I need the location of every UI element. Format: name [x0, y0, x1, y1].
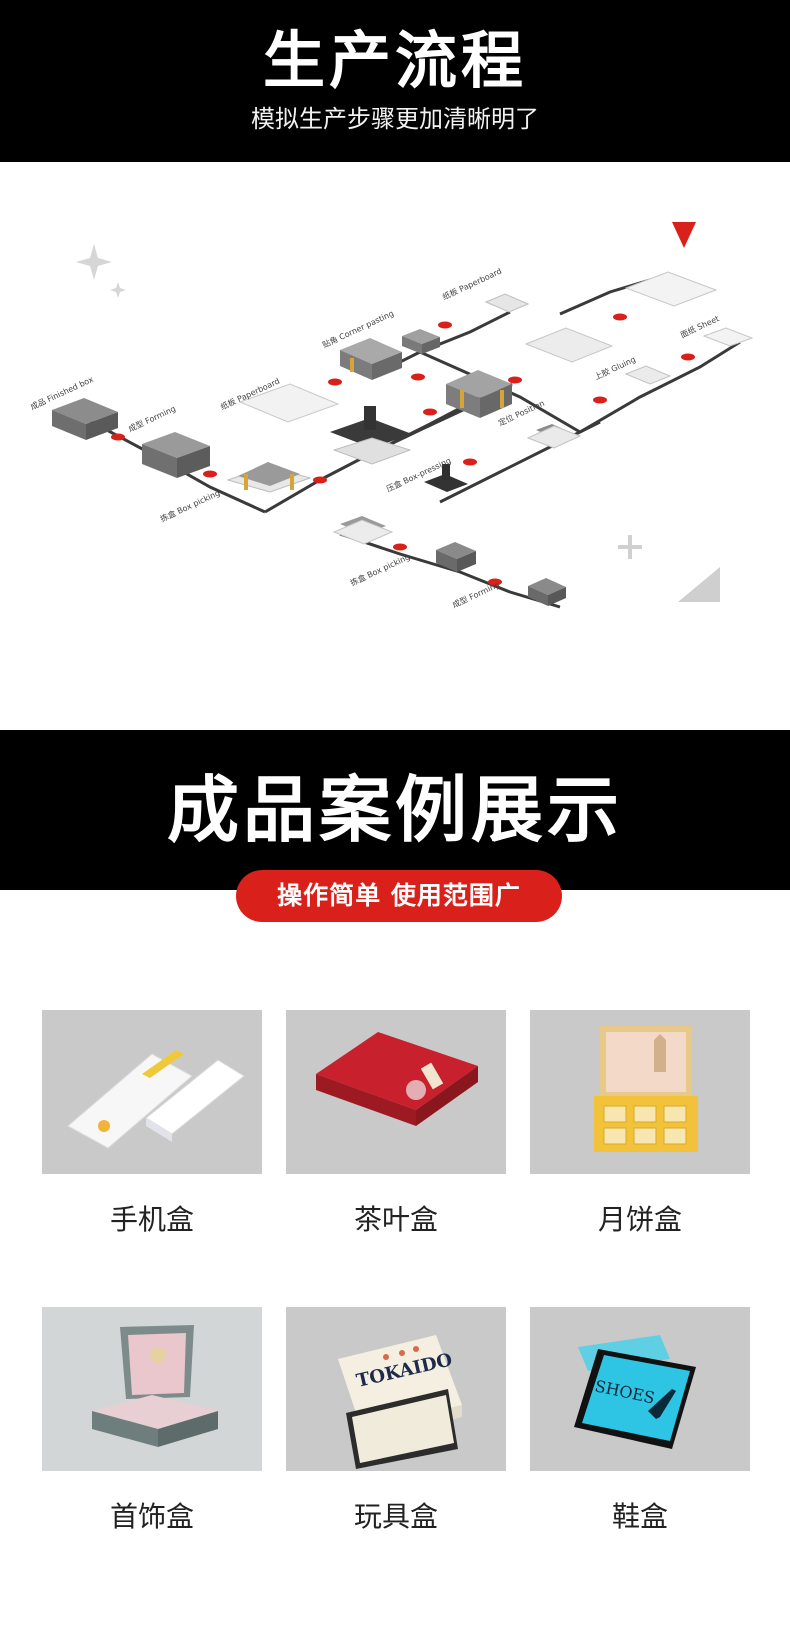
case-card-phone-box: 手机盒 — [42, 1010, 262, 1238]
face-sheet-icon — [624, 271, 754, 347]
flow-label: 成型 Forming — [127, 403, 178, 434]
corner-pasting-box-icon — [340, 338, 402, 380]
flow-label: 上胶 Gluing — [593, 354, 637, 382]
glue-sheet-icon — [524, 327, 614, 363]
shoe-box-photo: SHOES — [530, 1307, 750, 1471]
flow-svg: 成品 Finished box 成型 Forming 拣盒 Box pickin… — [29, 222, 754, 610]
box-pressing-small-icon — [424, 464, 468, 492]
forming-box-icon — [142, 432, 210, 478]
box-pressing-machine-icon — [330, 406, 412, 465]
position-small-icon — [526, 424, 582, 449]
finished-lower-box-icon — [528, 578, 566, 606]
tea-box-photo — [286, 1010, 506, 1174]
case-card-tea-box: 茶叶盒 — [286, 1010, 506, 1238]
stripes-icon — [678, 567, 720, 602]
case-label: 手机盒 — [109, 1203, 194, 1236]
cases-title: 成品案例展示 — [166, 768, 623, 852]
pointer-icon — [672, 222, 696, 248]
forming-lower-box-icon — [436, 542, 476, 572]
case-label: 玩具盒 — [353, 1500, 438, 1533]
case-label: 鞋盒 — [611, 1500, 668, 1533]
gluing-sheet-small-icon — [624, 365, 672, 385]
page-subtitle: 模拟生产步骤更加清晰明了 — [251, 105, 539, 133]
tagline-badge: 操作简单 使用范围广 — [236, 870, 562, 922]
case-label: 茶叶盒 — [353, 1203, 438, 1236]
case-label: 首饰盒 — [109, 1500, 194, 1533]
flow-label: 纸板 Paperboard — [441, 266, 504, 302]
header-band: 生产流程 模拟生产步骤更加清晰明了 — [0, 0, 790, 162]
page-title: 生产流程 — [262, 24, 527, 97]
box-picking-lower-icon — [332, 516, 394, 545]
small-box-icon — [402, 329, 440, 354]
flow-label: 拣盒 Box picking — [159, 487, 222, 523]
case-card-mooncake-box: 月饼盒 — [530, 1010, 750, 1238]
finished-box-icon — [52, 398, 118, 440]
phone-box-photo — [42, 1010, 262, 1174]
flow-label: 成型 Forming — [451, 579, 502, 610]
case-card-jewelry-box: 首饰盒 — [42, 1307, 262, 1535]
position-box-icon — [446, 370, 512, 418]
plus-icon — [618, 535, 642, 559]
paperboard-sheet-icon — [238, 383, 340, 423]
case-card-shoe-box: SHOES 鞋盒 — [530, 1307, 750, 1535]
flow-label: 拣盒 Box picking — [349, 551, 412, 587]
sparkle-icon — [76, 244, 126, 298]
mooncake-box-photo — [530, 1010, 750, 1174]
case-label: 月饼盒 — [597, 1203, 682, 1236]
paperboard-flat-icon — [484, 293, 530, 313]
jewelry-box-photo — [42, 1307, 262, 1471]
box-picking-icon — [226, 462, 312, 493]
toy-box-photo: TOKAIDO — [286, 1307, 506, 1471]
production-flow-diagram: 成品 Finished box 成型 Forming 拣盒 Box pickin… — [0, 162, 790, 730]
cases-band: 成品案例展示 — [0, 730, 790, 890]
case-card-toy-box: TOKAIDO 玩具盒 — [286, 1307, 506, 1535]
